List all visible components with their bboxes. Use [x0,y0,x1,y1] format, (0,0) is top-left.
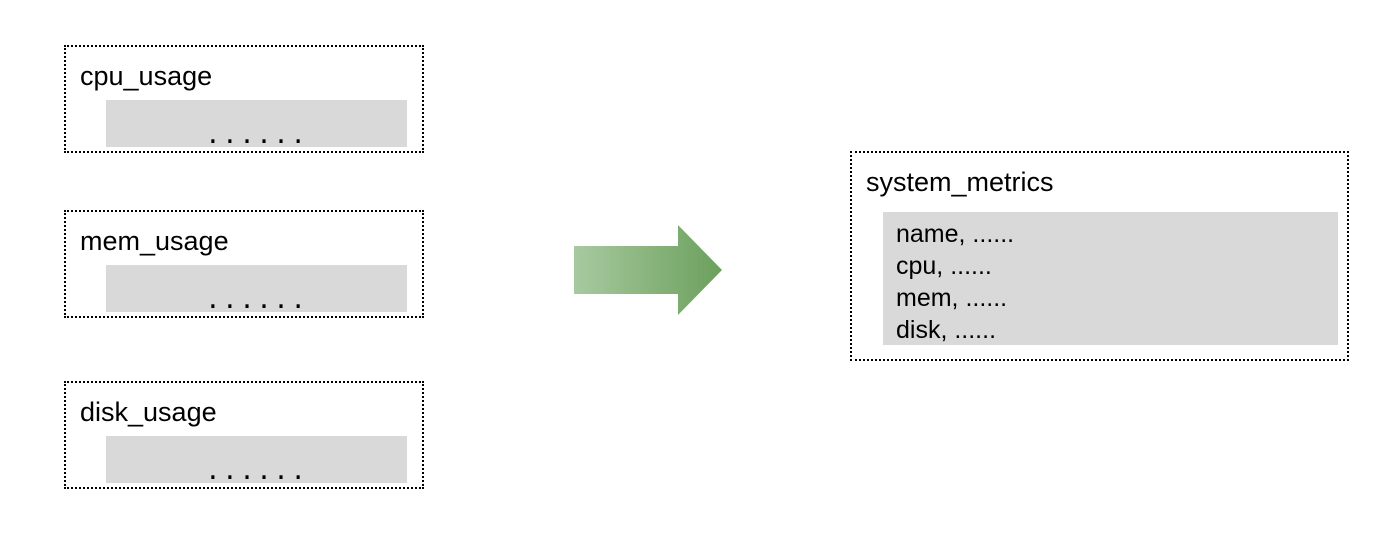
target-payload-panel: name, ...... cpu, ...... mem, ...... dis… [883,212,1338,345]
target-payload-line: mem, ...... [896,284,1008,312]
arrow-shape [574,225,722,315]
payload-ellipsis: ...... [205,120,308,149]
source-payload-panel: ...... [106,265,407,312]
source-box-disk-usage[interactable]: disk_usage ...... [64,381,424,489]
source-box-mem-usage[interactable]: mem_usage ...... [64,210,424,318]
target-box-title: system_metrics [866,167,1054,197]
source-box-title: mem_usage [80,226,229,256]
target-payload-line: name, ...... [896,220,1015,248]
payload-ellipsis: ...... [205,456,308,485]
source-payload-panel: ...... [106,436,407,483]
merge-arrow-icon [574,225,722,315]
source-box-title: cpu_usage [80,61,213,91]
target-box-system-metrics[interactable]: system_metrics name, ...... cpu, ...... … [850,151,1349,361]
target-payload-line: cpu, ...... [896,252,992,280]
payload-ellipsis: ...... [205,285,308,314]
source-box-title: disk_usage [80,397,217,427]
target-payload-line: disk, ...... [896,316,997,344]
source-payload-panel: ...... [106,100,407,147]
source-box-cpu-usage[interactable]: cpu_usage ...... [64,45,424,153]
